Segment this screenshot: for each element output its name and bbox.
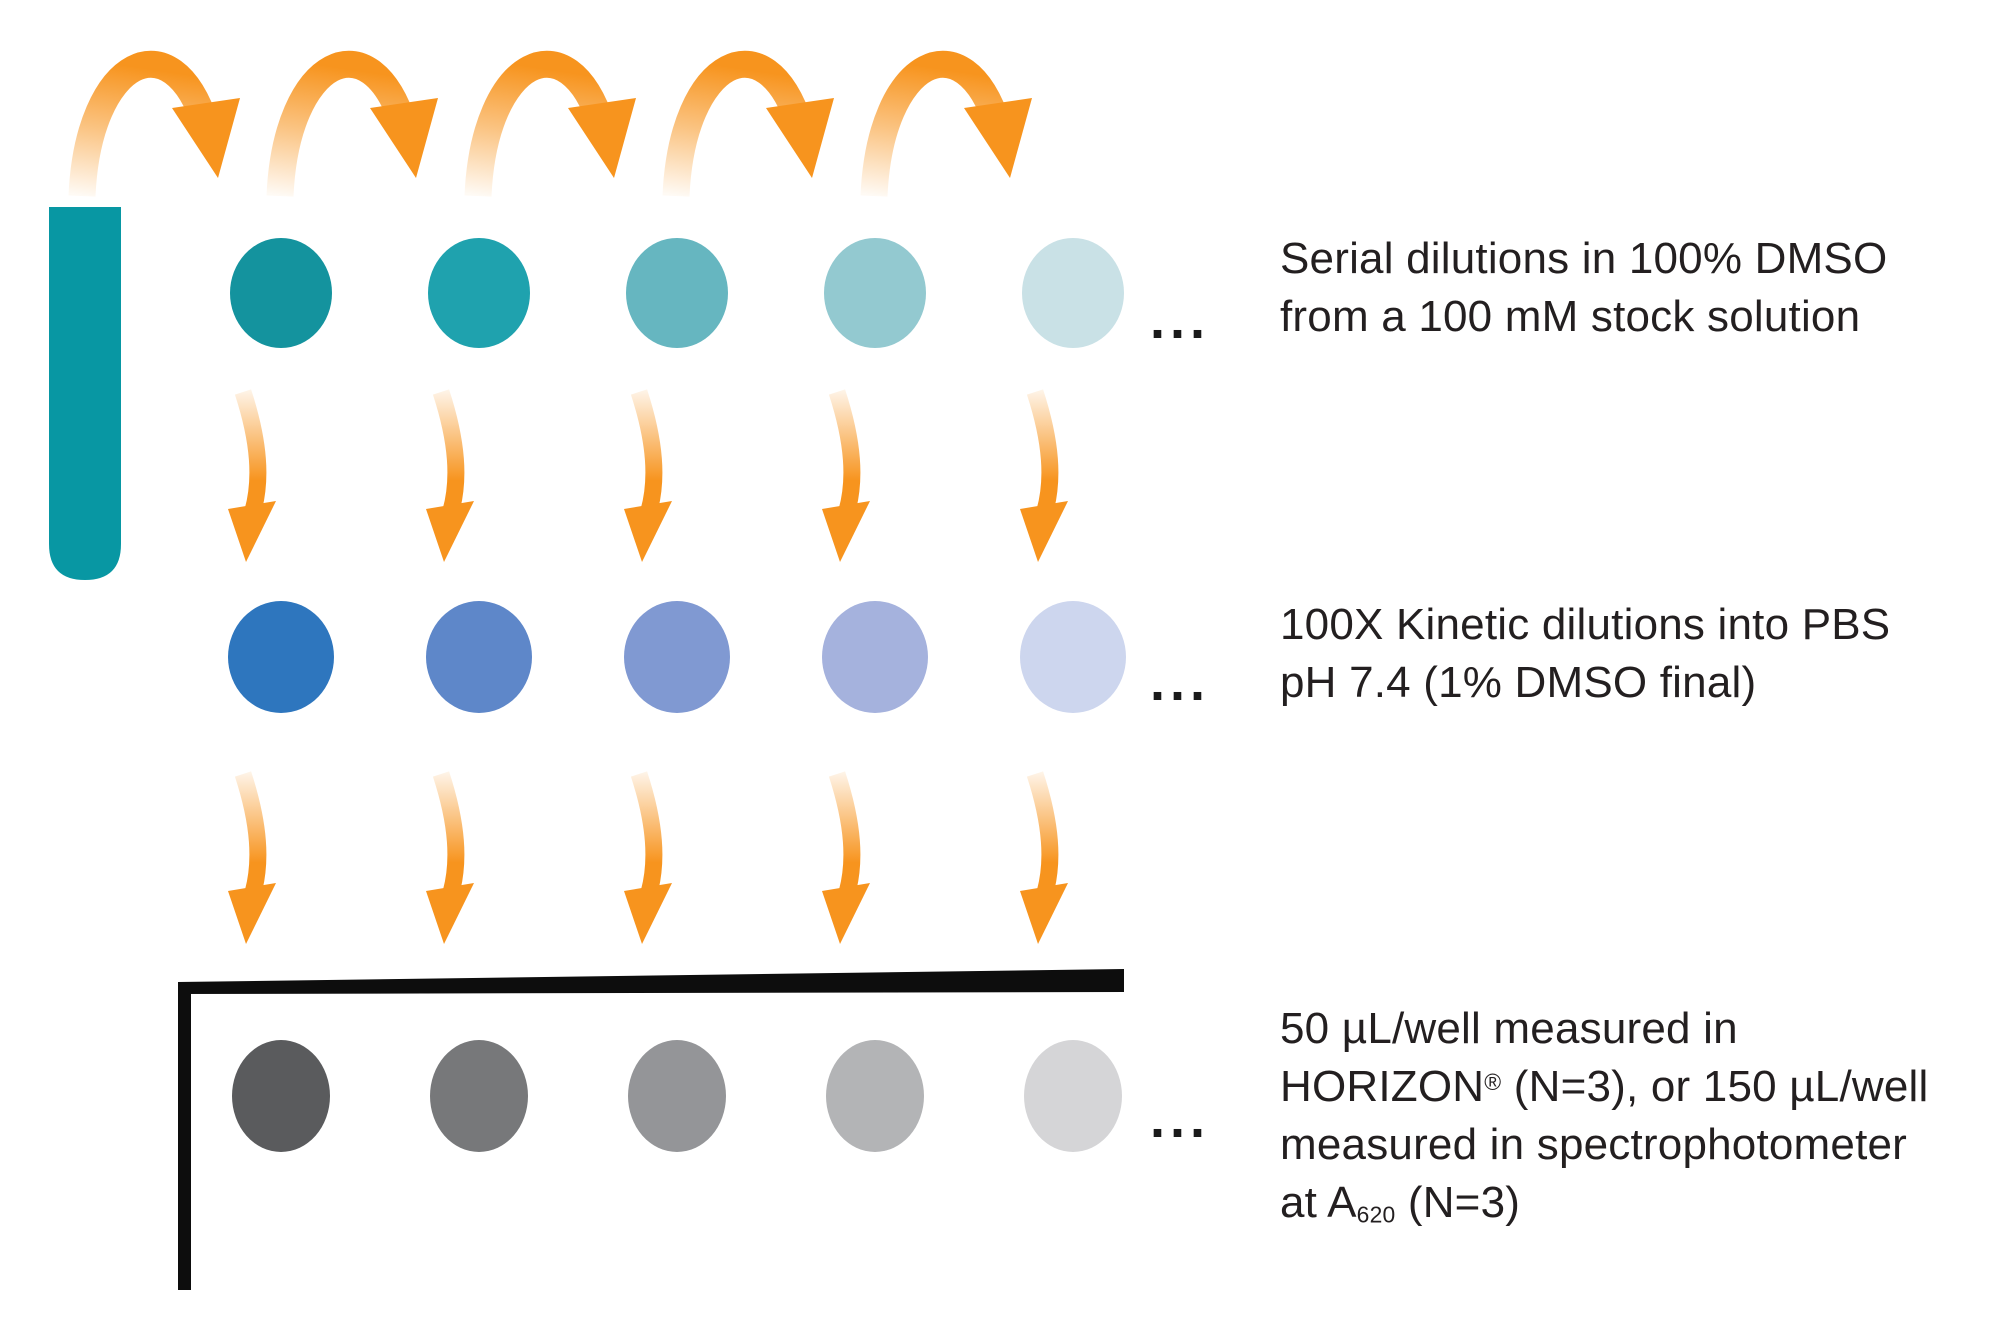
well-circle <box>428 238 530 348</box>
down-arrow-head <box>1020 883 1068 944</box>
stock-dmso-wells-row: ... <box>230 238 1210 350</box>
down-arrow-curve <box>828 389 861 523</box>
down-arrow-curve <box>432 389 465 523</box>
caption-line: 50 µL/well measured in <box>1280 1004 1738 1053</box>
down-arrow-curve <box>1026 771 1059 905</box>
plate-corner-left-line <box>178 982 191 1290</box>
down-arrow-curve <box>234 771 267 905</box>
ellipsis-dots: ... <box>1150 290 1210 350</box>
ellipsis-dots: ... <box>1150 652 1210 712</box>
hop-arrow-icon <box>68 50 240 197</box>
down-arrow-head <box>822 883 870 944</box>
caption-line: pH 7.4 (1% DMSO final) <box>1280 658 1757 707</box>
down-arrow-icon <box>228 389 276 562</box>
hop-arrow-icon <box>266 50 438 197</box>
down-arrow-curve <box>234 389 267 523</box>
hop-arrow-icon <box>860 50 1032 197</box>
down-arrow-head <box>228 883 276 944</box>
plate-corner <box>178 969 1124 1290</box>
transfer-arrows-row-2 <box>228 771 1068 944</box>
well-circle <box>1024 1040 1122 1152</box>
hop-arrow-curve <box>68 50 219 197</box>
down-arrow-icon <box>624 771 672 944</box>
caption-line: at A620 (N=3) <box>1280 1178 1521 1228</box>
hop-arrows-row <box>68 50 1032 197</box>
hop-arrow-head <box>568 98 636 178</box>
down-arrow-head <box>426 501 474 562</box>
well-circle <box>822 601 928 713</box>
hop-arrow-head <box>766 98 834 178</box>
hop-arrow-curve <box>464 50 615 197</box>
well-circle <box>426 601 532 713</box>
down-arrow-head <box>426 883 474 944</box>
well-circle <box>628 1040 726 1152</box>
stock-tube <box>49 207 121 580</box>
registered-trademark-symbol: ® <box>1484 1069 1502 1096</box>
hop-arrow-curve <box>860 50 1011 197</box>
well-circle <box>624 601 730 713</box>
caption-line: HORIZON® (N=3), or 150 µL/well <box>1280 1062 1929 1111</box>
caption-line: Serial dilutions in 100% DMSO <box>1280 234 1888 283</box>
well-circle <box>1020 601 1126 713</box>
down-arrow-head <box>822 501 870 562</box>
down-arrow-head <box>1020 501 1068 562</box>
ellipsis-dots: ... <box>1150 1089 1210 1149</box>
down-arrow-icon <box>624 389 672 562</box>
wavelength-subscript: 620 <box>1356 1201 1396 1228</box>
caption-kinetic-dilutions: 100X Kinetic dilutions into PBS pH 7.4 (… <box>1280 596 1890 712</box>
caption-measurement: 50 µL/well measured in HORIZON® (N=3), o… <box>1280 1000 1929 1232</box>
down-arrow-curve <box>828 771 861 905</box>
well-circle <box>626 238 728 348</box>
down-arrow-icon <box>822 771 870 944</box>
down-arrow-curve <box>1026 389 1059 523</box>
hop-arrow-head <box>172 98 240 178</box>
hop-arrow-icon <box>662 50 834 197</box>
down-arrow-icon <box>1020 771 1068 944</box>
down-arrow-head <box>624 883 672 944</box>
down-arrow-icon <box>228 771 276 944</box>
down-arrow-head <box>624 501 672 562</box>
well-circle <box>824 238 926 348</box>
plate-wells-row: ... <box>232 1040 1210 1152</box>
hop-arrow-curve <box>266 50 417 197</box>
hop-arrow-head <box>370 98 438 178</box>
caption-line: measured in spectrophotometer <box>1280 1120 1908 1169</box>
transfer-arrows-row-1 <box>228 389 1068 562</box>
down-arrow-head <box>228 501 276 562</box>
well-circle <box>826 1040 924 1152</box>
well-circle <box>232 1040 330 1152</box>
down-arrow-icon <box>822 389 870 562</box>
down-arrow-curve <box>630 389 663 523</box>
caption-serial-dilutions: Serial dilutions in 100% DMSO from a 100… <box>1280 230 1887 346</box>
well-circle <box>230 238 332 348</box>
pbs-kinetic-wells-row: ... <box>228 601 1210 713</box>
well-circle <box>228 601 334 713</box>
hop-arrow-head <box>964 98 1032 178</box>
down-arrow-icon <box>426 771 474 944</box>
caption-line: 100X Kinetic dilutions into PBS <box>1280 600 1891 649</box>
well-circle <box>1022 238 1124 348</box>
down-arrow-curve <box>630 771 663 905</box>
plate-corner-top-line <box>178 969 1124 994</box>
well-circle <box>430 1040 528 1152</box>
hop-arrow-curve <box>662 50 813 197</box>
down-arrow-icon <box>426 389 474 562</box>
hop-arrow-icon <box>464 50 636 197</box>
down-arrow-icon <box>1020 389 1068 562</box>
down-arrow-curve <box>432 771 465 905</box>
caption-line: from a 100 mM stock solution <box>1280 292 1861 341</box>
